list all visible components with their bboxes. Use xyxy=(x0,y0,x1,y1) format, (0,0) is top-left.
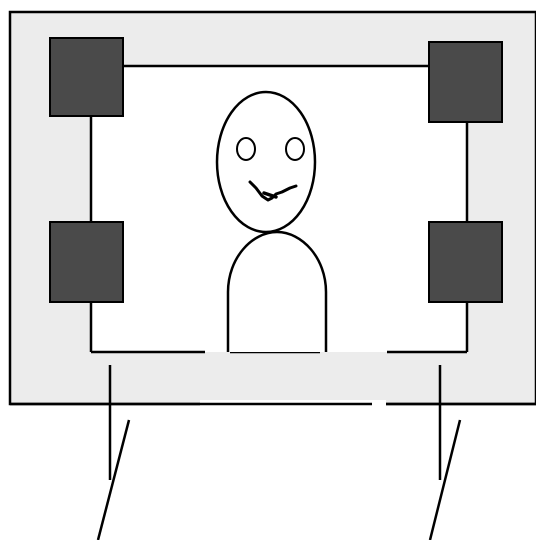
right-leg-lower xyxy=(428,419,462,540)
smile xyxy=(248,180,298,202)
corner-block-mid-left xyxy=(49,221,124,303)
right-eye xyxy=(285,137,305,161)
left-leg-lower xyxy=(96,419,131,540)
corner-block-top-left xyxy=(49,37,124,117)
left-eye xyxy=(236,137,256,161)
smile-mark xyxy=(262,191,278,199)
figure-body xyxy=(226,230,328,352)
figure-head xyxy=(215,90,317,234)
corner-block-top-right xyxy=(428,41,503,123)
corner-block-mid-right xyxy=(428,221,503,303)
